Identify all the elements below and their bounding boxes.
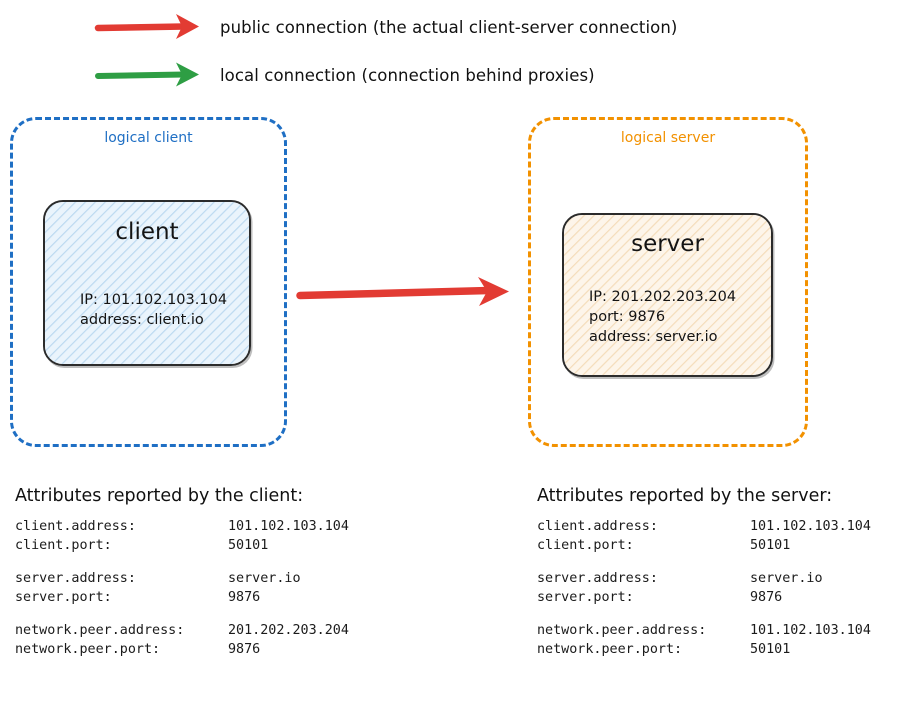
attr-key: network.peer.address: [15, 623, 185, 638]
logical-client-label: logical client [104, 130, 193, 146]
server-node-hatch [564, 215, 771, 375]
client-node-title: client [115, 219, 179, 245]
server-attr-group: network.peer.address: 101.102.103.104 ne… [537, 621, 871, 659]
attr-key: server.port: [15, 590, 112, 605]
attr-key: network.peer.port: [537, 642, 683, 657]
attr-value: 101.102.103.104 [750, 519, 871, 534]
attr-value: 50101 [750, 642, 791, 657]
attr-key: server.address: [15, 571, 136, 586]
attr-value: 9876 [750, 590, 783, 605]
server-node-details: IP: 201.202.203.204 port: 9876 address: … [589, 287, 736, 347]
table-row: client.port: 50101 [537, 536, 871, 555]
client-attr-group: server.address: server.io server.port: 9… [15, 569, 349, 607]
client-attributes-block: Attributes reported by the client: clien… [15, 486, 349, 673]
legend-item-local: local connection (connection behind prox… [95, 58, 595, 92]
attr-key: network.peer.address: [537, 623, 707, 638]
server-node-line-ip: IP: 201.202.203.204 [589, 289, 737, 305]
server-attr-group: server.address: server.io server.port: 9… [537, 569, 871, 607]
table-row: network.peer.address: 101.102.103.104 [537, 621, 871, 640]
attr-key: server.port: [537, 590, 634, 605]
logical-server-label: logical server [620, 130, 716, 146]
client-node: client IP: 101.102.103.104 address: clie… [43, 200, 251, 366]
attr-value: 101.102.103.104 [228, 519, 349, 534]
green-arrow-icon [95, 62, 199, 87]
attr-key: client.port: [15, 538, 112, 553]
legend-label-local: local connection (connection behind prox… [220, 65, 595, 85]
table-row: server.port: 9876 [15, 588, 349, 607]
attr-key: client.port: [537, 538, 634, 553]
attr-key: client.address: [15, 519, 136, 534]
table-row: server.port: 9876 [537, 588, 871, 607]
logical-server-container: logical server [528, 117, 808, 447]
server-attributes-block: Attributes reported by the server: clien… [537, 486, 871, 673]
attr-value: 50101 [750, 538, 791, 553]
client-node-line-ip: IP: 101.102.103.104 [80, 292, 228, 308]
attr-value: server.io [228, 571, 301, 586]
attr-value: 201.202.203.204 [228, 623, 349, 638]
table-row: server.address: server.io [15, 569, 349, 588]
client-node-hatch [45, 202, 249, 364]
server-attr-group: client.address: 101.102.103.104 client.p… [537, 517, 871, 555]
legend-item-public: public connection (the actual client-ser… [94, 10, 678, 44]
table-row: network.peer.port: 50101 [537, 640, 871, 659]
attr-value: 101.102.103.104 [750, 623, 871, 638]
client-attr-group: network.peer.address: 201.202.203.204 ne… [15, 621, 349, 659]
table-row: client.address: 101.102.103.104 [15, 517, 349, 536]
logical-client-container: logical client [10, 117, 287, 447]
attr-value: 50101 [228, 538, 269, 553]
client-attr-group: client.address: 101.102.103.104 client.p… [15, 517, 349, 555]
attr-value: 9876 [228, 590, 261, 605]
server-attributes-heading: Attributes reported by the server: [537, 486, 833, 506]
server-node-line-address: address: server.io [589, 329, 718, 345]
attr-key: client.address: [537, 519, 658, 534]
table-row: server.address: server.io [537, 569, 871, 588]
client-node-details: IP: 101.102.103.104 address: client.io [80, 290, 227, 330]
attr-key: server.address: [537, 571, 658, 586]
server-node: server IP: 201.202.203.204 port: 9876 ad… [562, 213, 773, 377]
table-row: client.port: 50101 [15, 536, 349, 555]
server-node-line-port: port: 9876 [589, 309, 666, 325]
attr-value: 9876 [228, 642, 261, 657]
table-row: client.address: 101.102.103.104 [537, 517, 871, 536]
table-row: network.peer.port: 9876 [15, 640, 349, 659]
client-node-line-address: address: client.io [80, 312, 204, 328]
attr-value: server.io [750, 571, 823, 586]
table-row: network.peer.address: 201.202.203.204 [15, 621, 349, 640]
legend-label-public: public connection (the actual client-ser… [220, 17, 678, 37]
attr-key: network.peer.port: [15, 642, 161, 657]
server-node-title: server [631, 231, 704, 257]
red-arrow-icon [94, 14, 199, 39]
client-attributes-heading: Attributes reported by the client: [15, 486, 304, 506]
public-connection-arrow-icon [296, 277, 509, 306]
